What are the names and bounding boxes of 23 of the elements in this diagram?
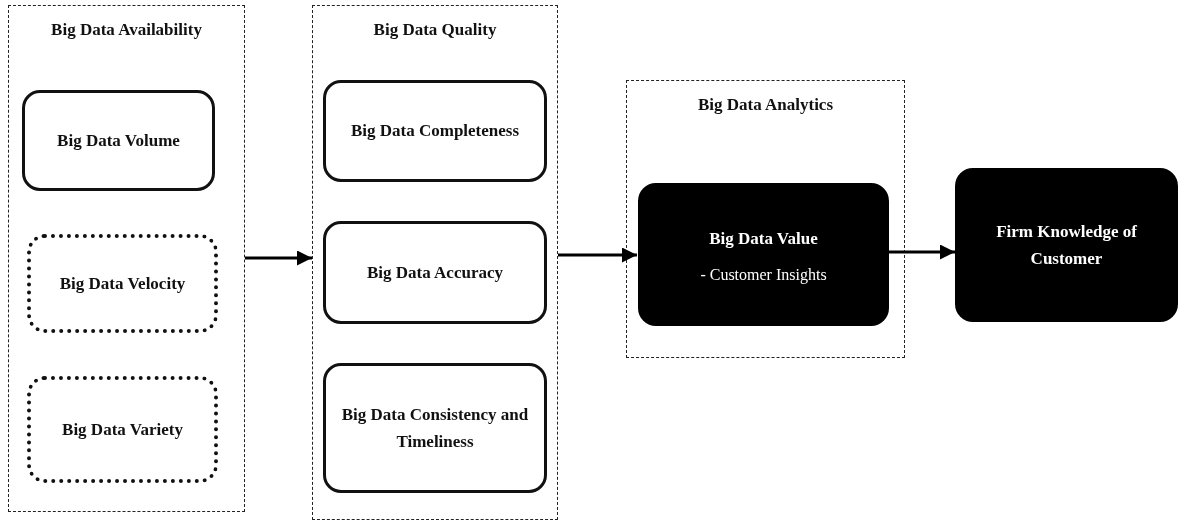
dashed-group-frame — [626, 80, 905, 358]
box-subtitle: - Customer Insights — [700, 266, 827, 285]
rounded-box — [323, 363, 547, 493]
rounded-box — [323, 221, 547, 324]
dotted-rounded-box — [27, 234, 218, 333]
dashed-group-frame — [8, 5, 245, 512]
box-title: Big Data Volume — [57, 129, 180, 152]
box-title: Firm Knowledge of Customer — [995, 220, 1138, 270]
group-title: Big Data Availability — [50, 20, 203, 40]
dotted-rounded-box — [27, 376, 218, 483]
group-title: Big Data Quality — [372, 20, 498, 40]
filled-rounded-box — [638, 183, 889, 326]
box-title: Big Data Variety — [62, 418, 183, 441]
box-title: Big Data Completeness — [350, 120, 520, 143]
dashed-group-frame — [312, 5, 558, 520]
filled-rounded-box — [955, 168, 1178, 322]
box-title: Big Data Velocity — [59, 272, 186, 295]
box-title: Big Data Accuracy — [367, 261, 503, 284]
box-title: Big Data Value — [709, 227, 818, 250]
rounded-box — [22, 90, 215, 191]
group-title: Big Data Analytics — [696, 95, 835, 115]
rounded-box — [323, 80, 547, 182]
box-title: Big Data Consistency and Timeliness — [340, 403, 530, 453]
